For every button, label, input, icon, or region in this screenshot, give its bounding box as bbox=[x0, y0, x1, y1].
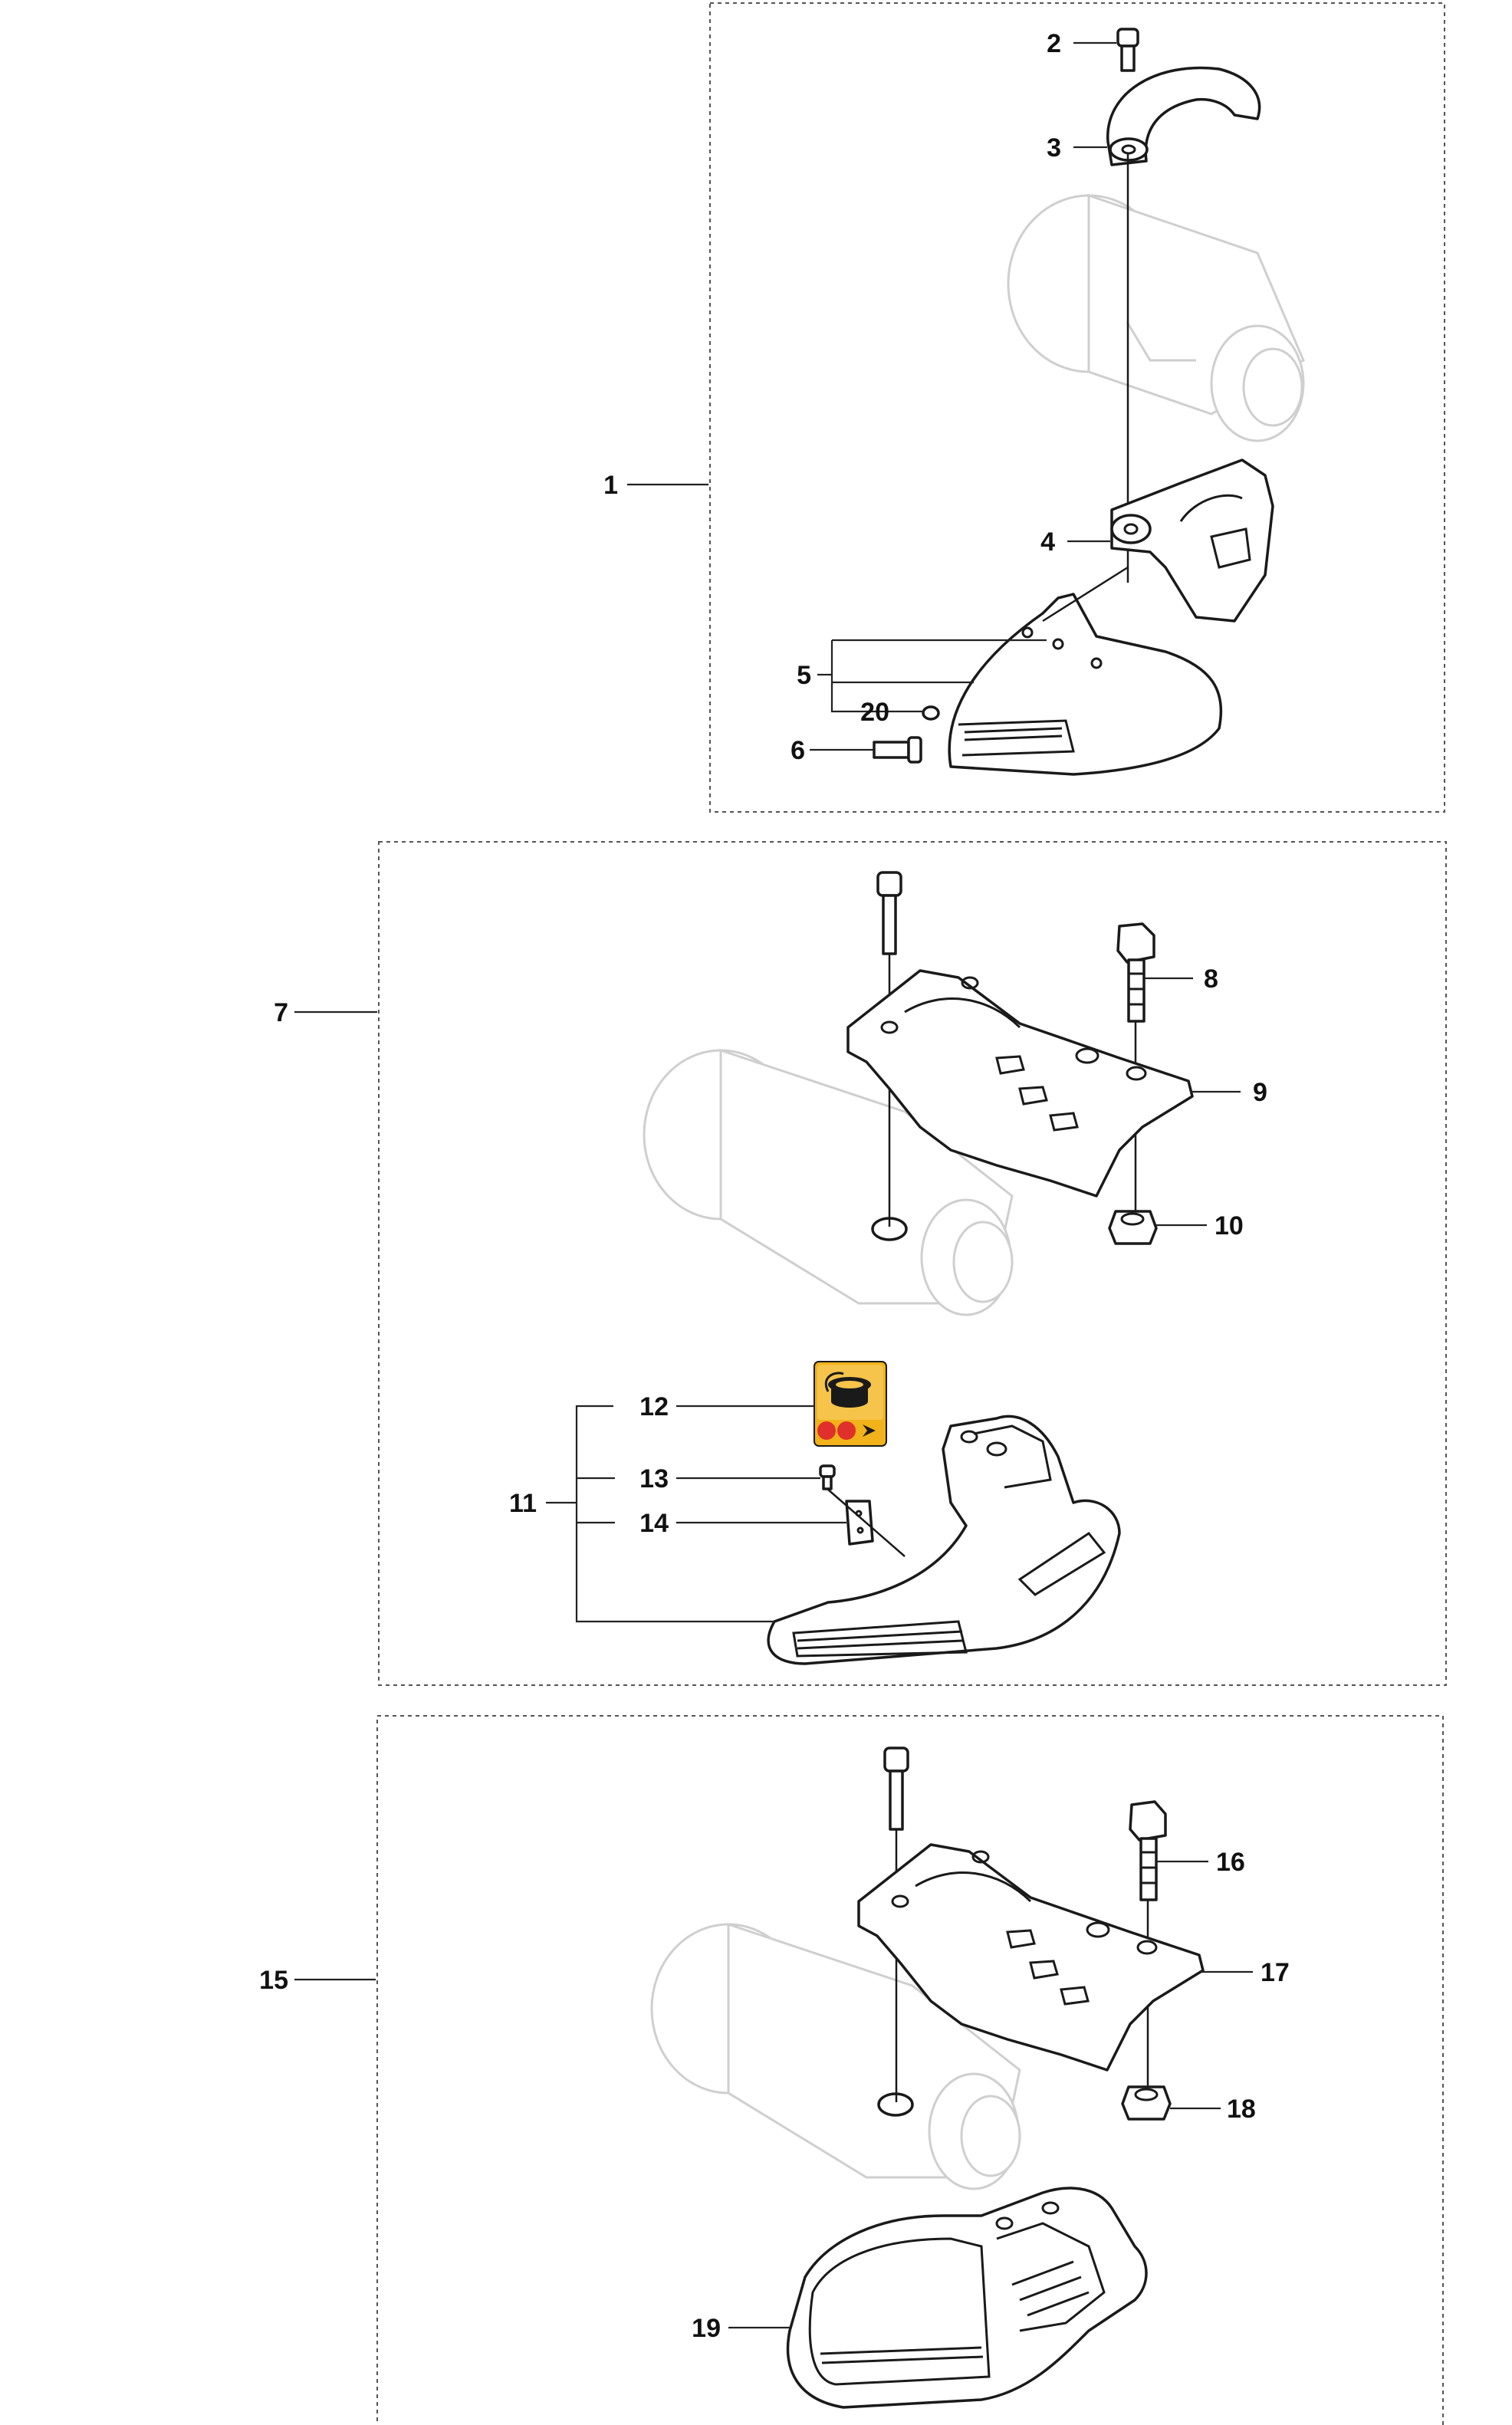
arrow-icon bbox=[863, 1424, 876, 1437]
callout-1: 1 bbox=[603, 471, 618, 500]
screw-unlabeled-15 bbox=[883, 1746, 909, 1831]
screw-unlabeled-7 bbox=[876, 871, 902, 955]
part-17-plate bbox=[857, 1843, 1205, 2072]
callout-14: 14 bbox=[639, 1509, 669, 1538]
part-4-bracket bbox=[1110, 458, 1274, 623]
ghost-gearbox-1 bbox=[1007, 193, 1305, 442]
callout-11: 11 bbox=[509, 1489, 537, 1518]
part-11-guard bbox=[767, 1415, 1121, 1665]
group-15-dashed-frame bbox=[376, 1715, 1444, 2425]
part-10-nut bbox=[1108, 1210, 1158, 1245]
group-7-dashed-frame bbox=[378, 841, 1447, 1686]
group-15-deflector-assembly: 15 16 17 18 19 bbox=[259, 1715, 1444, 2425]
callout-15: 15 bbox=[259, 1966, 288, 1995]
callout-16: 16 bbox=[1216, 1848, 1245, 1877]
callout-2: 2 bbox=[1047, 29, 1061, 58]
callout-10: 10 bbox=[1215, 1211, 1244, 1240]
ghost-gearbox-15 bbox=[650, 1922, 1021, 2190]
part-20-washer bbox=[922, 705, 940, 721]
callout-17: 17 bbox=[1261, 1958, 1290, 1987]
callout-6: 6 bbox=[791, 736, 805, 765]
callout-18: 18 bbox=[1227, 2095, 1256, 2124]
part-14-small-plate bbox=[827, 1488, 906, 1557]
trimmer-head-spool-icon bbox=[825, 1372, 871, 1408]
part-8-bolt bbox=[1116, 922, 1155, 1023]
group-1-guard-assembly: 2 3 1 4 5 20 6 bbox=[603, 2, 1445, 813]
warning-dots-icon bbox=[817, 1421, 856, 1440]
callout-20: 20 bbox=[860, 698, 889, 727]
callout-7: 7 bbox=[274, 998, 288, 1027]
callout-19: 19 bbox=[692, 2314, 721, 2343]
part-13-screw bbox=[819, 1464, 836, 1490]
part-18-nut bbox=[1121, 2085, 1172, 2121]
part-3-clamp bbox=[1106, 66, 1261, 166]
group-7-deflector-assembly: 7 8 9 10 12 13 14 11 bbox=[274, 841, 1447, 1686]
part-9-plate bbox=[846, 969, 1194, 1198]
callout-9: 9 bbox=[1253, 1078, 1267, 1107]
part-12-decal bbox=[814, 1361, 887, 1447]
part-19-guard bbox=[786, 2187, 1148, 2409]
part-6-screw bbox=[873, 736, 922, 764]
callout-12: 12 bbox=[639, 1392, 669, 1421]
callout-5: 5 bbox=[797, 661, 811, 690]
group-1-dashed-frame bbox=[709, 2, 1445, 813]
callout-4: 4 bbox=[1040, 527, 1055, 557]
callout-3: 3 bbox=[1047, 133, 1061, 163]
part-16-bolt bbox=[1129, 1800, 1167, 1901]
part-5-grass-guard bbox=[948, 566, 1223, 776]
callout-8: 8 bbox=[1204, 964, 1218, 994]
ghost-gearbox-7 bbox=[643, 1048, 1014, 1316]
part-2-screw bbox=[1116, 28, 1139, 72]
callout-13: 13 bbox=[639, 1464, 669, 1493]
